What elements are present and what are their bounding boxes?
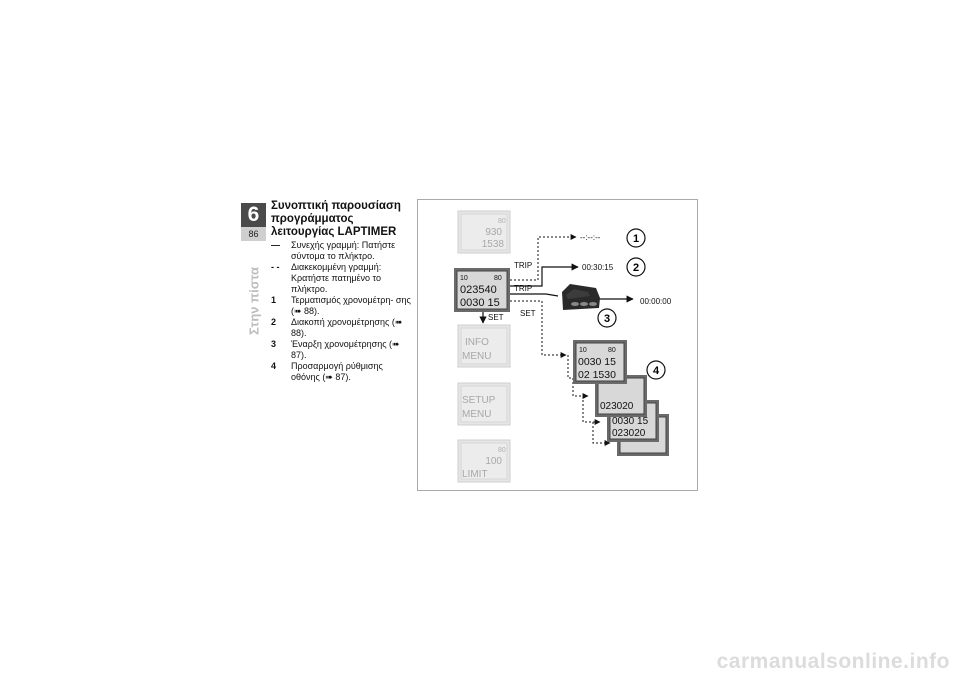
legend-item: 2 Διακοπή χρονομέτρησης (➠ 88). — [271, 317, 413, 339]
legend-key: 2 — [271, 317, 277, 327]
legend-item: 3 Έναρξη χρονομέτρησης (➠ 87). — [271, 339, 413, 361]
lcd-text: INFO — [465, 337, 489, 348]
page-number: 86 — [241, 227, 266, 241]
lcd-text: MENU — [462, 409, 491, 420]
laptimer-diagram: 80 930 1538 10 80 023540 0030 15 INFO ME… — [417, 199, 698, 491]
lcd-text: 1538 — [482, 239, 505, 250]
lcd-text: 80 — [498, 218, 506, 225]
section-heading: Συνοπτική παρουσίαση προγράμματος λειτου… — [271, 200, 401, 238]
legend-key: - - — [271, 262, 280, 272]
lcd-display-setup: SETUP MENU — [457, 382, 511, 426]
lcd-text: SETUP — [462, 395, 496, 406]
trip-label: TRIP — [514, 261, 532, 270]
legend-item: — Συνεχής γραμμή: Πατήστε σύντομα το πλήκ… — [271, 240, 413, 262]
lcd-text: 10 — [460, 275, 468, 282]
handlebar-switch-icon — [562, 284, 600, 310]
legend-text: Προσαρμογή ρύθμισης οθόνης (➠ 87). — [291, 361, 383, 382]
callout-4: 4 — [646, 360, 666, 380]
lcd-text: 023540 — [460, 284, 497, 296]
watermark: carmanualsonline.info — [716, 650, 950, 673]
callout-1: 1 — [626, 228, 646, 248]
callout-3: 3 — [597, 308, 617, 328]
legend-text: Έναρξη χρονομέτρησης (➠ 87). — [291, 339, 400, 360]
lcd-text: 80 — [498, 447, 506, 454]
result-text: 00:30:15 — [582, 263, 614, 272]
legend-text: Συνεχής γραμμή: Πατήστε σύντομα το πλήκτ… — [291, 240, 396, 261]
lcd-text: 0030 15 — [460, 297, 500, 309]
legend-item: 1 Τερματισμός χρονομέτρη- σης (➠ 88). — [271, 295, 413, 317]
lcd-text: 80 — [608, 347, 616, 354]
lcd-display-top: 80 930 1538 — [457, 210, 511, 254]
lcd-text: 023020 — [612, 428, 646, 439]
legend-item: - - Διακεκομμένη γραμμή: Κρατήστε πατημέν… — [271, 262, 413, 295]
svg-text:1: 1 — [633, 233, 639, 245]
legend-key: 4 — [271, 361, 277, 371]
lcd-stack: 023020 0030 15 023020 10 80 0030 15 02 1… — [573, 340, 669, 456]
lcd-text: MENU — [462, 351, 491, 362]
legend-key: 1 — [271, 295, 277, 305]
lcd-text: 100 — [485, 456, 502, 467]
legend-key: 3 — [271, 339, 277, 349]
svg-text:3: 3 — [604, 313, 610, 325]
flow-arrows — [479, 234, 634, 446]
lcd-text: LIMIT — [462, 469, 488, 480]
trip-label: TRIP — [514, 284, 532, 293]
legend-list: — Συνεχής γραμμή: Πατήστε σύντομα το πλήκ… — [271, 240, 413, 383]
legend-item: 4 Προσαρμογή ρύθμισης οθόνης (➠ 87). — [271, 361, 413, 383]
chapter-tab: 6 86 — [241, 203, 266, 241]
lcd-text: 0030 15 — [612, 416, 649, 427]
set-label: SET — [488, 313, 504, 322]
chapter-side-title: Στην πίστα — [246, 266, 262, 336]
lcd-text: 10 — [579, 347, 587, 354]
svg-text:2: 2 — [633, 262, 639, 274]
svg-text:4: 4 — [653, 365, 660, 377]
lcd-display-main: 10 80 023540 0030 15 — [454, 268, 510, 312]
lcd-text: 930 — [485, 227, 502, 238]
result-text: --:--:-- — [580, 233, 601, 242]
lcd-text: 023020 — [600, 401, 634, 412]
set-label: SET — [520, 309, 536, 318]
legend-key: — — [271, 240, 280, 250]
chapter-number: 6 — [247, 203, 260, 226]
legend-text: Διακοπή χρονομέτρησης (➠ 88). — [291, 317, 403, 338]
lcd-display-limit: 80 100 LIMIT — [457, 439, 511, 483]
callout-2: 2 — [626, 257, 646, 277]
lcd-text: 80 — [494, 275, 502, 282]
legend-text: Τερματισμός χρονομέτρη- σης (➠ 88). — [291, 295, 411, 316]
lcd-display-info: INFO MENU — [457, 324, 511, 368]
legend-text: Διακεκομμένη γραμμή: Κρατήστε πατημένο τ… — [291, 262, 382, 294]
lcd-text: 02 1530 — [578, 369, 616, 381]
result-text: 00:00:00 — [640, 297, 672, 306]
lcd-text: 0030 15 — [578, 356, 616, 368]
